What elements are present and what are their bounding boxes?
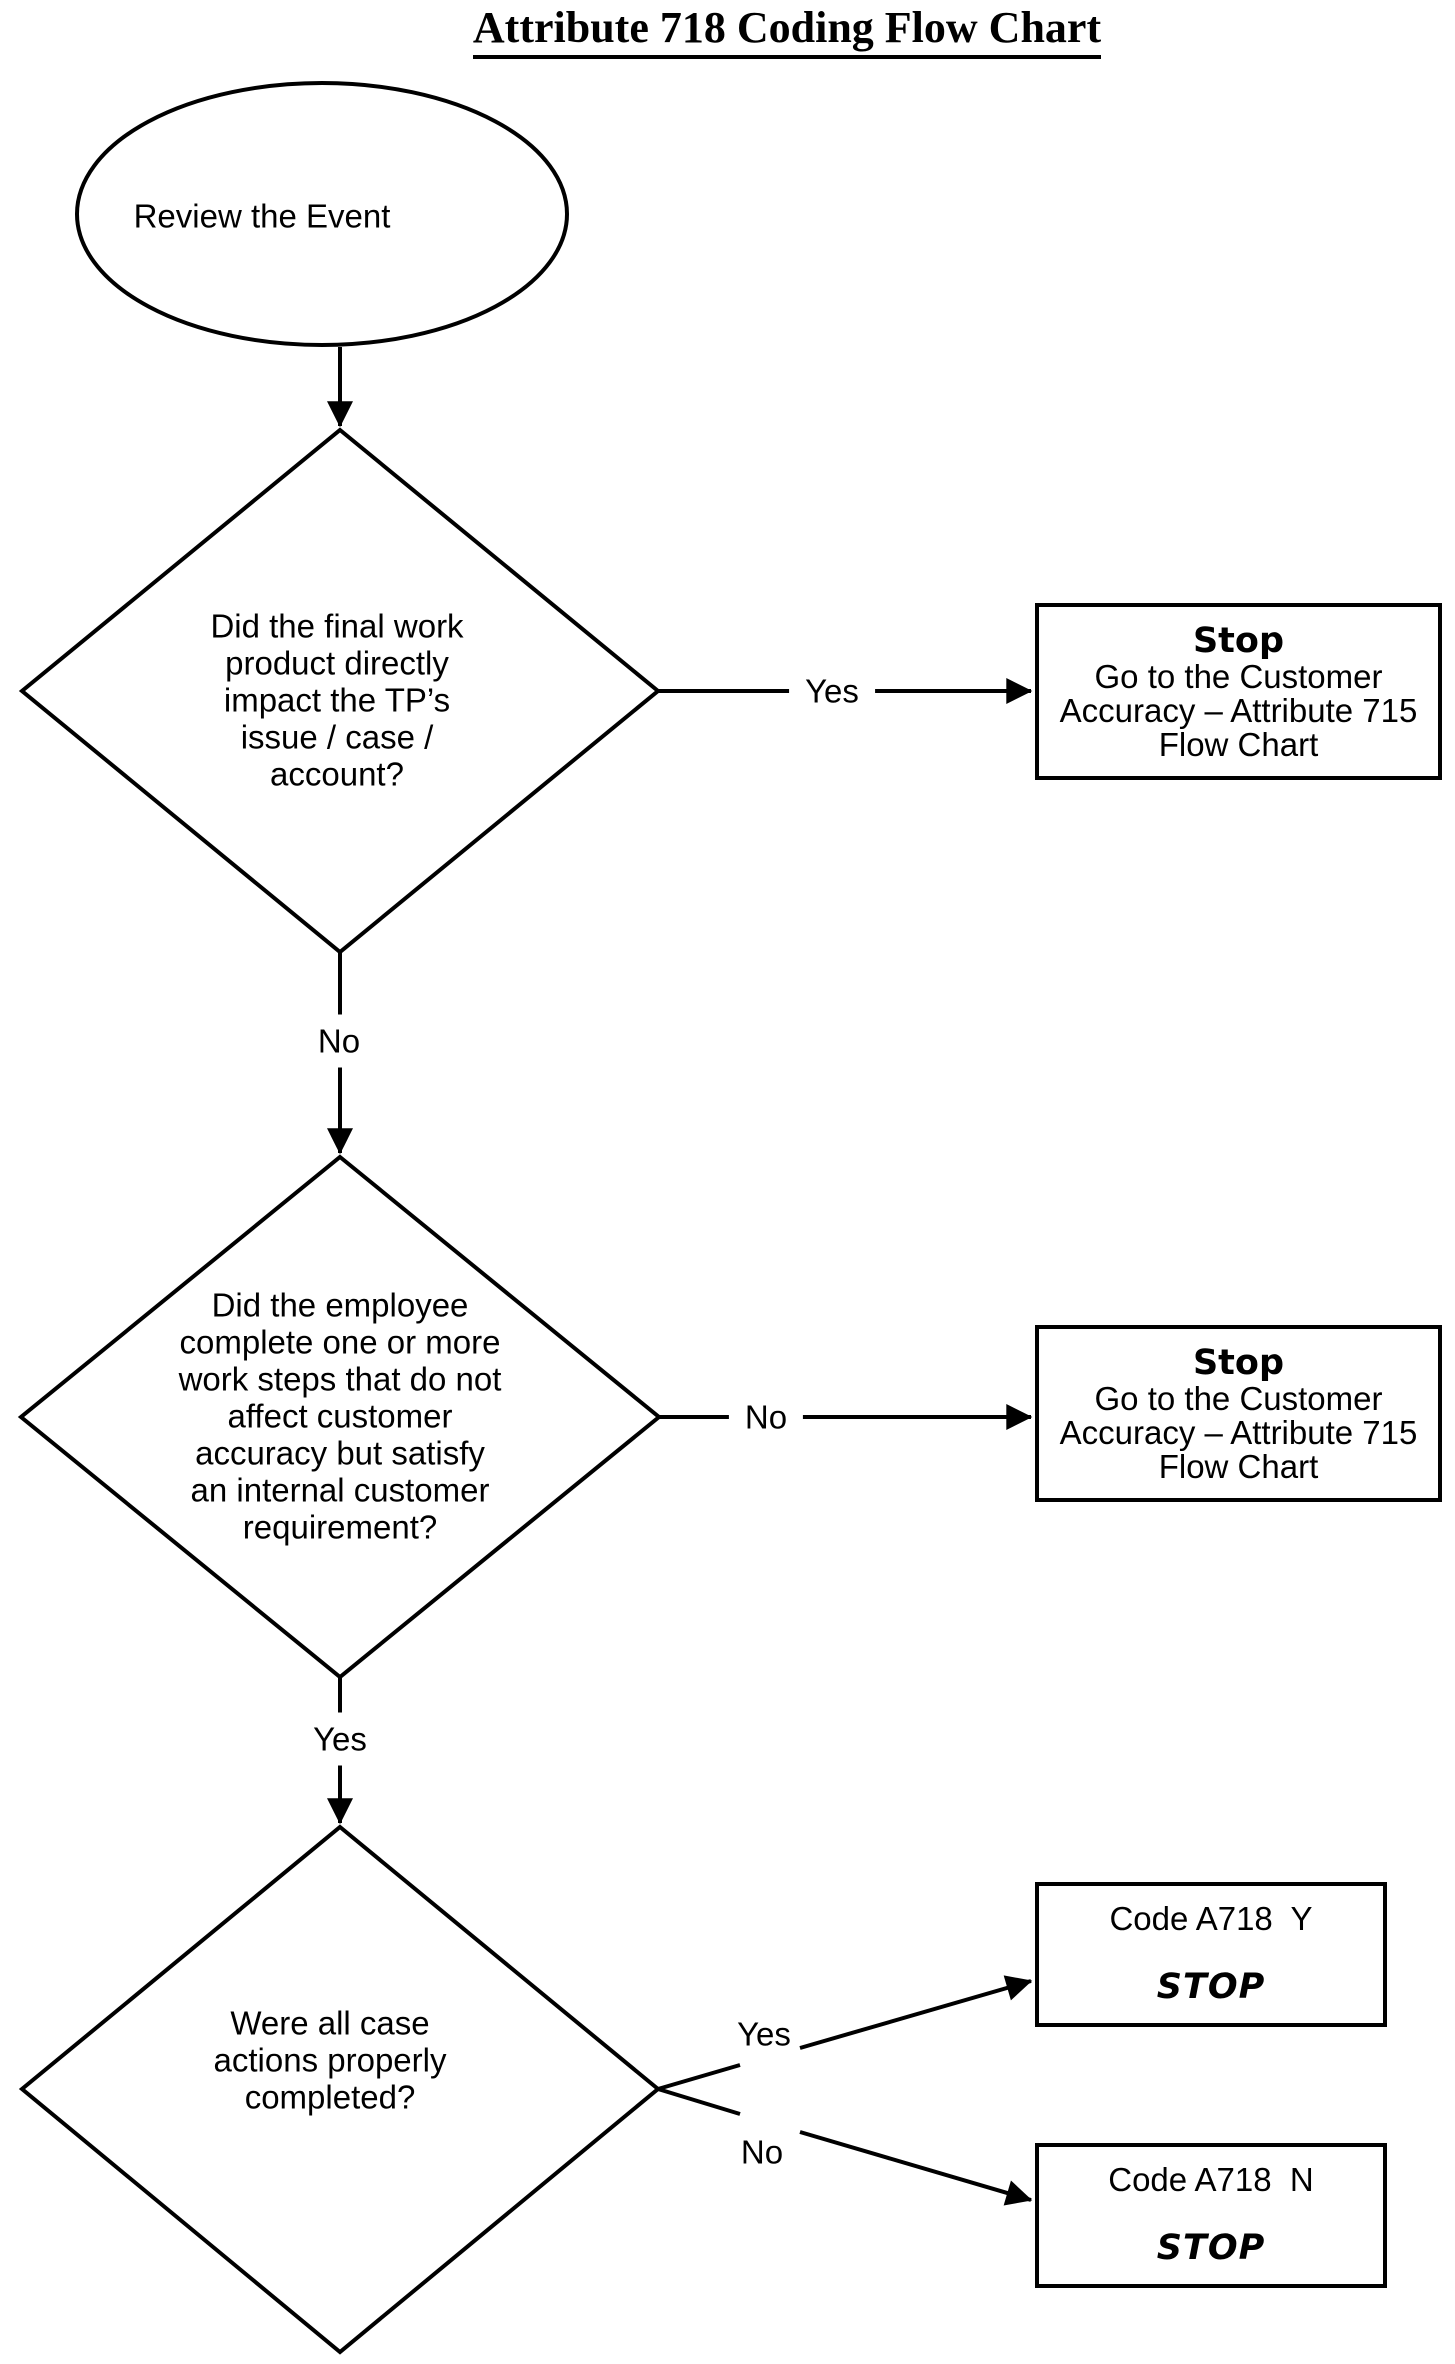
arrow-decision3-yes <box>799 1975 1033 2050</box>
start-label: Review the Event <box>133 197 391 235</box>
stop-box-2-heading: Stop <box>1192 1342 1285 1383</box>
edge-label-decision3-no: No <box>740 2133 784 2171</box>
code-no-label: Code A718 N <box>1108 2161 1314 2198</box>
arrow-decision3-yes-stub <box>657 2063 741 2091</box>
edge-label-decision1-yes: Yes <box>789 674 875 708</box>
decision1-text: Did the final work product directly impa… <box>210 607 464 793</box>
code-yes-stop: STOP <box>1156 1967 1266 2007</box>
code-no-stop: STOP <box>1156 2228 1266 2268</box>
edge-label-decision1-no: No <box>313 1014 365 1068</box>
page-title: Attribute 718 Coding Flow Chart <box>457 2 1117 59</box>
stop-box-1-heading: Stop <box>1192 620 1285 661</box>
code-no-box: Code A718 N STOP <box>1035 2143 1387 2288</box>
code-yes-box: Code A718 Y STOP <box>1035 1882 1387 2027</box>
decision2-text: Did the employee complete one or more wo… <box>178 1286 502 1546</box>
decision3-diamond <box>18 1824 662 2355</box>
edge-label-decision2-no: No <box>728 1400 804 1434</box>
stop-box-1: Stop Go to the Customer Accuracy – Attri… <box>1035 603 1442 780</box>
start-ellipse <box>75 81 569 347</box>
stop-box-2: Stop Go to the Customer Accuracy – Attri… <box>1035 1325 1442 1502</box>
arrow-decision3-no <box>799 2130 1033 2206</box>
arrow-decision3-no-stub <box>657 2087 741 2116</box>
code-yes-label: Code A718 Y <box>1109 1900 1313 1937</box>
edge-label-decision3-yes: Yes <box>737 2015 791 2053</box>
edge-label-decision2-yes: Yes <box>309 1712 371 1766</box>
decision3-text: Were all case actions properly completed… <box>213 2004 447 2116</box>
